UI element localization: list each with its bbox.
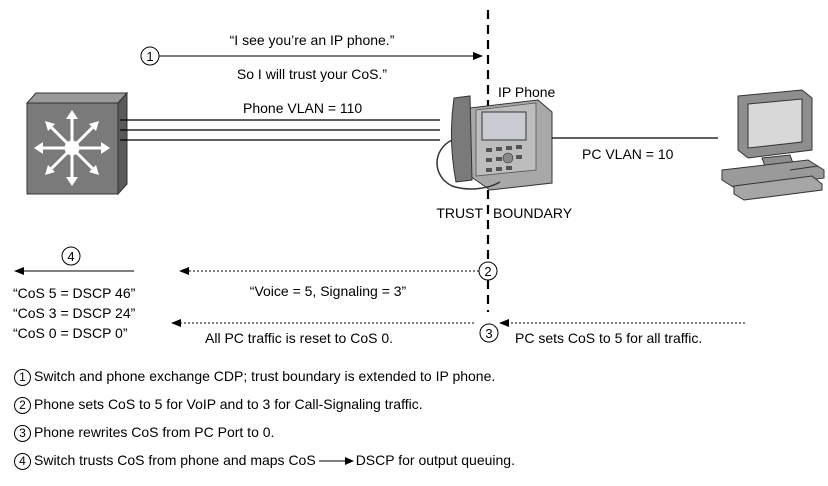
legend-2-number: 2 — [14, 396, 31, 414]
mapping-line-1: “CoS 5 = DSCP 46” — [13, 285, 136, 301]
trust-label: TRUST — [436, 205, 483, 221]
step-3-circle — [479, 323, 499, 343]
legend-4-text-before: Switch trusts CoS from phone and maps Co… — [34, 452, 316, 468]
step-4-circle — [61, 246, 81, 266]
legend-4-number: 4 — [14, 452, 31, 470]
pc-vlan-label: PC VLAN = 10 — [582, 146, 674, 162]
ip-phone-label: IP Phone — [498, 84, 556, 100]
voice-signaling-label: “Voice = 5, Signaling = 3” — [250, 283, 407, 299]
pc-reset-label: All PC traffic is reset to CoS 0. — [205, 330, 393, 346]
legend-1-text: Switch and phone exchange CDP; trust bou… — [34, 368, 496, 384]
switch-icon — [25, 91, 129, 196]
step-1-number: 1 — [146, 49, 153, 64]
step-4-number: 4 — [67, 249, 74, 264]
legend-1-number: 1 — [14, 368, 31, 386]
phone-vlan-label: Phone VLAN = 110 — [243, 100, 362, 116]
step-3-number: 3 — [485, 326, 492, 341]
step-2-number: 2 — [484, 264, 491, 279]
pc-sets-label: PC sets CoS to 5 for all traffic. — [515, 330, 702, 346]
legend-2-text: Phone sets CoS to 5 for VoIP and to 3 fo… — [34, 396, 423, 412]
quote-line-2: So I will trust your CoS.” — [237, 66, 387, 82]
mapping-line-3: “CoS 0 = DSCP 0” — [13, 325, 128, 341]
boundary-label: BOUNDARY — [493, 205, 573, 221]
mapping-line-2: “CoS 3 = DSCP 24” — [13, 305, 136, 321]
legend-4-text-after: DSCP for output queuing. — [355, 452, 515, 468]
quote-line-1: “I see you’re an IP phone.” — [230, 32, 395, 48]
maps-to-arrow-icon — [318, 457, 354, 466]
pc-icon — [721, 89, 825, 201]
legend-3-text: Phone rewrites CoS from PC Port to 0. — [34, 424, 275, 440]
ip-phone-icon — [436, 95, 553, 191]
legend-3-number: 3 — [14, 424, 31, 442]
